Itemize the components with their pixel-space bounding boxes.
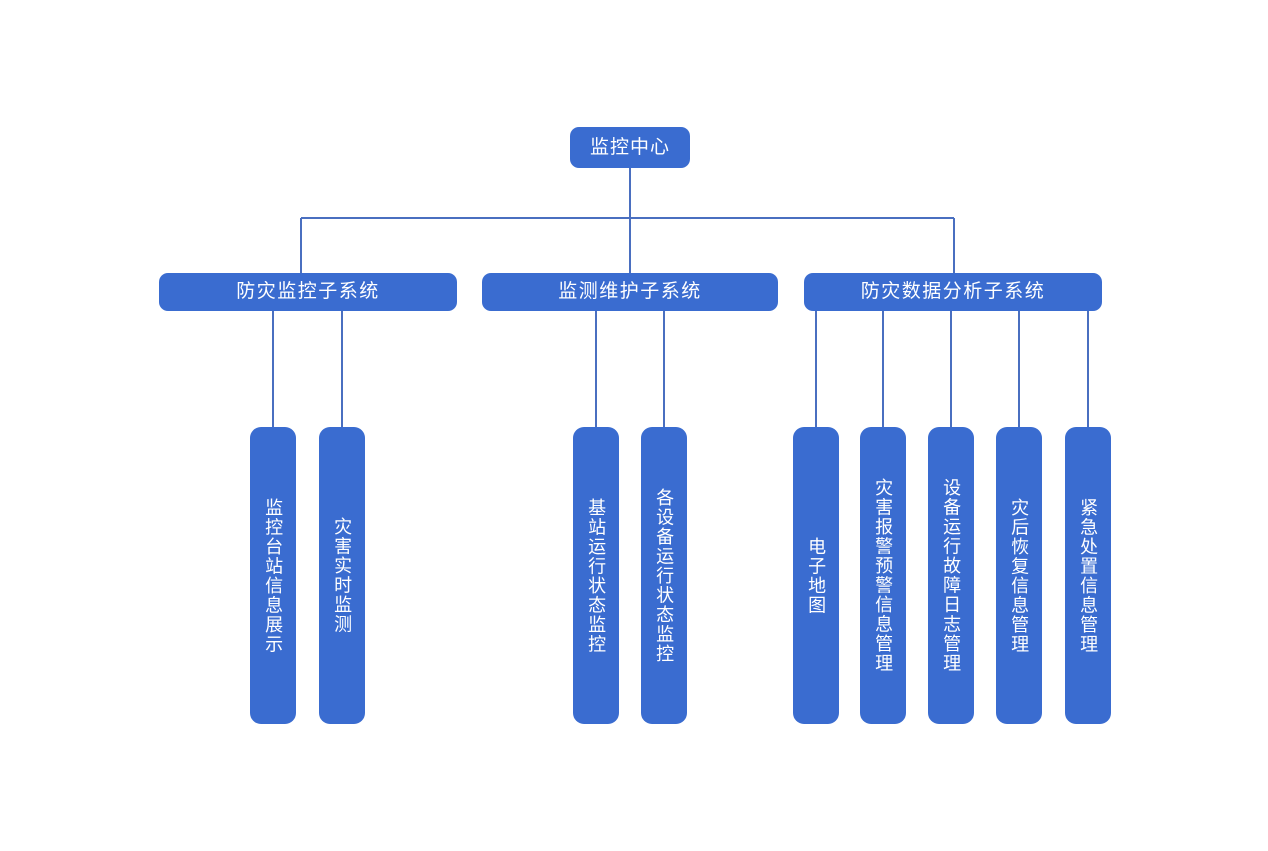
node-module-8[interactable]: 紧急处置信息管理 (1065, 427, 1111, 724)
node-module-4-label: 电子地图 (806, 536, 827, 615)
node-root-monitoring-center[interactable]: 监控中心 (570, 127, 690, 168)
node-module-3-label: 各设备运行状态监控 (654, 487, 675, 664)
node-subsystem-2[interactable]: 防灾数据分析子系统 (804, 273, 1102, 311)
node-module-5-label: 灾害报警预警信息管理 (873, 478, 894, 673)
node-module-2[interactable]: 基站运行状态监控 (573, 427, 619, 724)
node-root-monitoring-center-label: 监控中心 (589, 136, 670, 158)
node-module-7[interactable]: 灾后恢复信息管理 (996, 427, 1042, 724)
node-subsystem-0[interactable]: 防灾监控子系统 (159, 273, 457, 311)
node-module-1-label: 灾害实时监测 (332, 517, 353, 634)
node-subsystem-2-label: 防灾数据分析子系统 (860, 281, 1046, 303)
node-module-0[interactable]: 监控台站信息展示 (250, 427, 296, 724)
node-module-5[interactable]: 灾害报警预警信息管理 (860, 427, 906, 724)
node-module-6-label: 设备运行故障日志管理 (941, 478, 962, 673)
node-module-0-label: 监控台站信息展示 (263, 497, 284, 654)
node-module-1[interactable]: 灾害实时监测 (319, 427, 365, 724)
node-module-8-label: 紧急处置信息管理 (1078, 497, 1099, 654)
node-module-3[interactable]: 各设备运行状态监控 (641, 427, 687, 724)
node-module-2-label: 基站运行状态监控 (586, 497, 607, 654)
node-module-7-label: 灾后恢复信息管理 (1009, 497, 1030, 654)
node-subsystem-1[interactable]: 监测维护子系统 (482, 273, 778, 311)
node-module-4[interactable]: 电子地图 (793, 427, 839, 724)
node-subsystem-1-label: 监测维护子系统 (558, 281, 702, 303)
node-module-6[interactable]: 设备运行故障日志管理 (928, 427, 974, 724)
node-subsystem-0-label: 防灾监控子系统 (236, 281, 380, 303)
